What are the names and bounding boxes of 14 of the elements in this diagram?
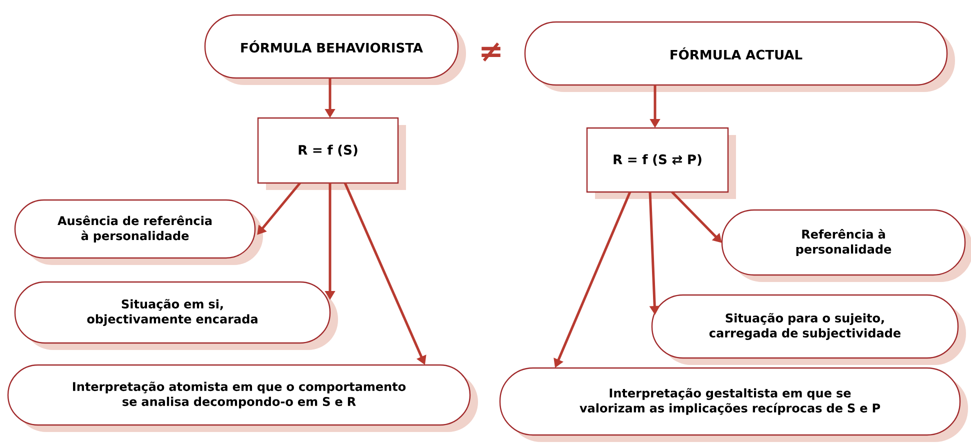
rounded-box: Interpretação gestaltista em que se valorizam as implicações recíprocas de S e P [499, 367, 961, 436]
not-equal-sign: ≠ [482, 42, 500, 62]
node-label: Situação para o sujeito, carregada de subjectividade [709, 313, 901, 340]
node-label: Interpretação gestaltista em que se valorizam as implicações recíprocas de S e P [580, 388, 880, 415]
formula-box: R = f (S) [257, 117, 399, 184]
rounded-box: Referência à personalidade [721, 209, 966, 276]
rounded-box: Situação para o sujeito, carregada de subjectividade [651, 294, 959, 359]
rounded-box: Situação em si, objectivamente encarada [14, 281, 331, 344]
rounded-box: Interpretação atomista em que o comportamento se analisa decompondo-o em S e R [7, 364, 471, 426]
rounded-box: Ausência de referência à personalidade [14, 199, 256, 259]
rounded-box: FÓRMULA ACTUAL [524, 21, 948, 86]
formula-box: R = f (S ⇄ P) [586, 127, 729, 193]
node-label: Referência à personalidade [796, 228, 892, 256]
rounded-box: FÓRMULA BEHAVIORISTA [204, 14, 459, 79]
